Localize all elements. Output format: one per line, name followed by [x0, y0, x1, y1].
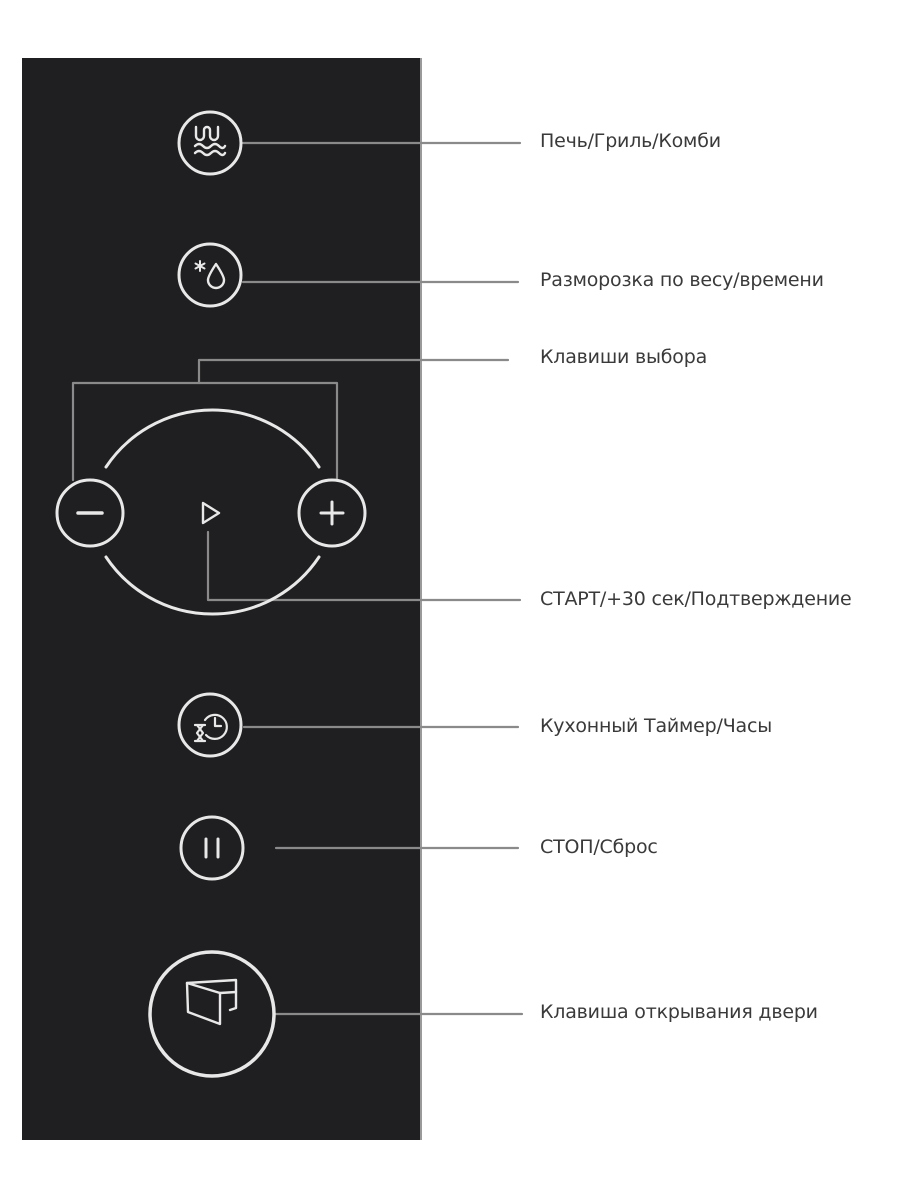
plus-icon — [319, 500, 345, 526]
stop-reset-button[interactable] — [179, 815, 245, 881]
hourglass-clock-icon — [193, 713, 228, 743]
door-open-button[interactable] — [148, 950, 276, 1078]
connector-selector — [197, 358, 510, 385]
oven-grill-waves-icon — [193, 125, 227, 157]
connector-lines — [71, 141, 524, 1016]
door-icon — [185, 978, 238, 1026]
pause-icon — [204, 837, 220, 859]
label-door-open: Клавиша открывания двери — [540, 1001, 818, 1023]
kitchen-timer-clock-button[interactable] — [177, 692, 243, 758]
label-stop-reset: СТОП/Сброс — [540, 836, 658, 858]
defrost-button[interactable] — [177, 242, 243, 308]
label-kitchen-timer-clock: Кухонный Таймер/Часы — [540, 715, 773, 737]
play-triangle-icon — [201, 501, 221, 525]
connector-start — [206, 530, 522, 602]
label-oven-grill-combi: Печь/Гриль/Комби — [540, 130, 721, 152]
plus-button[interactable] — [297, 478, 367, 548]
selector-bracket — [71, 381, 339, 482]
minus-button[interactable] — [55, 478, 125, 548]
label-start: СТАРТ/+30 сек/Подтверждение — [540, 588, 852, 610]
snowflake-drop-icon — [194, 260, 226, 290]
start-button[interactable] — [188, 491, 232, 535]
label-defrost: Разморозка по весу/времени — [540, 269, 824, 291]
label-selector-keys: Клавиши выбора — [540, 346, 708, 368]
selector-ring — [104, 408, 321, 616]
oven-grill-combi-button[interactable] — [177, 110, 243, 176]
